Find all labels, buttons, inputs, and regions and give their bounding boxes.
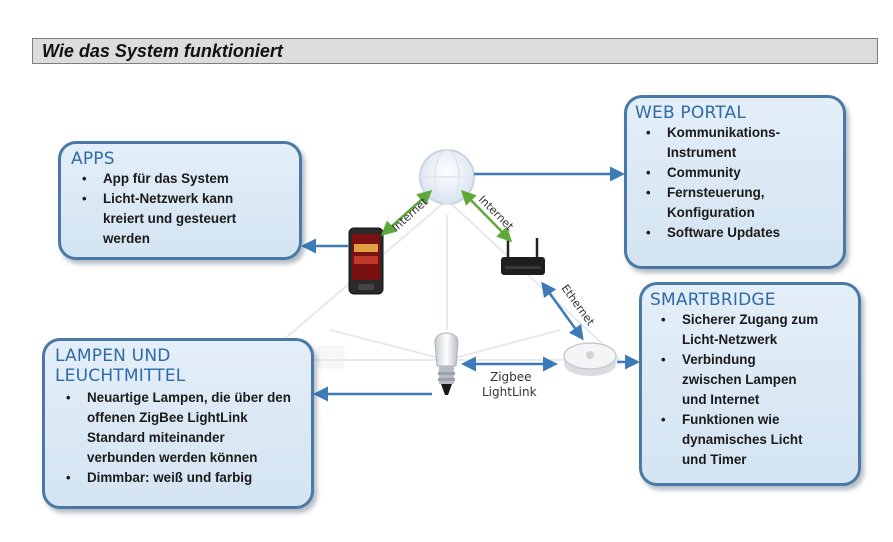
lamps-list: Neuartige Lampen, die über den offenen Z… <box>55 388 301 488</box>
web-portal-list: Kommunikations-Instrument Community Fern… <box>635 123 835 243</box>
list-item: Fernsteuerung, Konfiguration <box>635 183 787 223</box>
router-icon <box>501 238 545 275</box>
internet-arrow-phone <box>380 190 433 236</box>
web-portal-box: WEB PORTAL Kommunikations-Instrument Com… <box>624 95 846 269</box>
list-item: Dimmbar: weiß und farbig <box>55 468 301 488</box>
list-item: Licht-Netzwerk kann kreiert und gesteuer… <box>71 189 253 249</box>
smartbridge-device-icon <box>563 342 617 376</box>
web-portal-title: WEB PORTAL <box>635 103 746 123</box>
section-header: Wie das System funktioniert <box>32 38 878 64</box>
faint-lamp-icon <box>317 345 345 369</box>
apps-title: APPS <box>71 149 115 169</box>
internet-globe-icon <box>419 149 475 205</box>
list-item: Kommunikations-Instrument <box>635 123 780 163</box>
lamps-title-line1: LAMPEN UND <box>55 346 171 366</box>
list-item: Neuartige Lampen, die über den offenen Z… <box>55 388 292 468</box>
internet-arrow-router <box>460 189 513 243</box>
section-title: Wie das System funktioniert <box>42 41 283 61</box>
apps-box: APPS App für das System Licht-Netzwerk k… <box>58 141 302 260</box>
zigbee-label-line1: Zigbee <box>490 370 532 384</box>
zigbee-label-line2: LightLink <box>482 385 537 399</box>
light-bulb-icon <box>434 332 459 395</box>
list-item: Funktionen wie dynamisches Licht und Tim… <box>650 410 812 470</box>
internet-label-left: Internet <box>389 195 431 234</box>
apps-list: App für das System Licht-Netzwerk kann k… <box>71 169 289 249</box>
ethernet-arrow <box>541 281 584 341</box>
list-item: Verbindung zwischen Lampen und Internet <box>650 350 812 410</box>
lamps-box: LAMPEN UND LEUCHTMITTEL Neuartige Lampen… <box>42 338 314 509</box>
smartphone-icon <box>348 227 384 295</box>
list-item: Community <box>635 163 835 183</box>
lamps-title-line2: LEUCHTMITTEL <box>55 366 186 386</box>
smartbridge-list: Sicherer Zugang zum Licht-Netzwerk Verbi… <box>650 310 850 470</box>
list-item: Software Updates <box>635 223 835 243</box>
smartbridge-box: SMARTBRIDGE Sicherer Zugang zum Licht-Ne… <box>639 282 861 486</box>
list-item: App für das System <box>71 169 289 189</box>
smartbridge-title: SMARTBRIDGE <box>650 290 776 310</box>
list-item: Sicherer Zugang zum Licht-Netzwerk <box>650 310 832 350</box>
